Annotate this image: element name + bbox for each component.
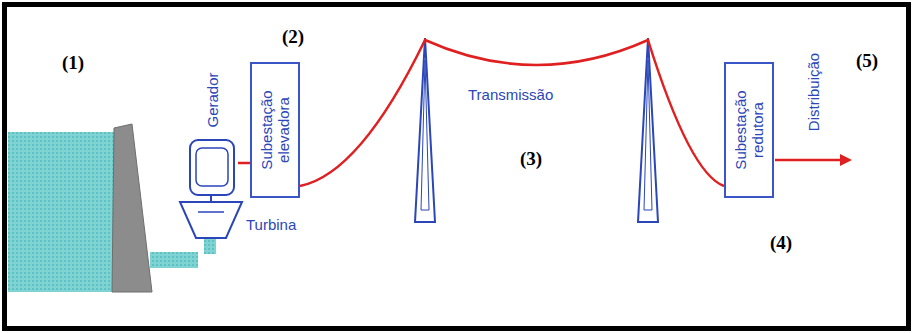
generator-core bbox=[196, 148, 228, 186]
connector-path bbox=[300, 40, 724, 186]
substation-box: Subestação elevadora bbox=[250, 62, 300, 198]
distribution-label: Distribuição bbox=[805, 53, 822, 131]
callout-number: (3) bbox=[520, 148, 542, 170]
transmission-label: Transmissão bbox=[468, 86, 553, 103]
power-line bbox=[238, 163, 250, 164]
callout-number: (4) bbox=[770, 232, 792, 254]
callout-number: (5) bbox=[856, 50, 878, 72]
turbine-icon bbox=[180, 202, 242, 238]
tower bbox=[421, 60, 429, 210]
tower bbox=[638, 38, 658, 222]
drain bbox=[204, 238, 216, 254]
turbine: Turbina bbox=[176, 198, 306, 242]
connector-path bbox=[238, 162, 250, 165]
transmission-line bbox=[300, 40, 724, 186]
substation-box: Subestação redutora bbox=[724, 62, 774, 198]
turbine-blade bbox=[198, 211, 224, 213]
penstock bbox=[150, 252, 198, 268]
reservoir-water bbox=[8, 132, 118, 292]
callout-number: (2) bbox=[282, 26, 304, 48]
distribution-arrowhead bbox=[840, 154, 852, 166]
callout-number: (1) bbox=[62, 52, 84, 74]
box-label: Subestação redutora bbox=[732, 69, 767, 191]
tower bbox=[644, 60, 652, 210]
distribution-line bbox=[775, 159, 842, 162]
tower bbox=[415, 38, 435, 222]
shaft bbox=[210, 195, 212, 202]
generator-icon bbox=[190, 140, 234, 195]
box-label: Subestação elevadora bbox=[258, 69, 293, 191]
component-label: Turbina bbox=[246, 216, 296, 233]
dam-wall bbox=[112, 124, 152, 292]
component-label: Gerador bbox=[204, 72, 221, 127]
generator: Gerador bbox=[188, 62, 238, 200]
